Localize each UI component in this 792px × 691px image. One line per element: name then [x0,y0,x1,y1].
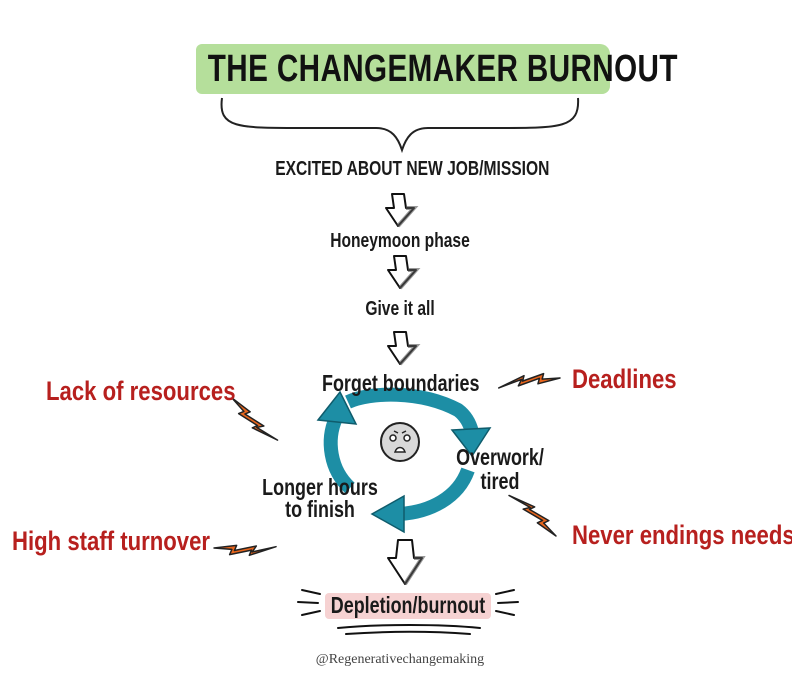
step-excited: EXCITED ABOUT NEW JOB/MISSION [275,158,550,180]
burnout-emphasis [297,589,519,635]
step-longer-hours: Longer hours [262,474,378,500]
lightning-bolt-icon [231,397,279,441]
step-to-finish: to finish [285,496,355,522]
factor-never-ending-needs: Never endings needs [572,520,792,550]
lightning-bolt-icon [508,494,557,537]
step-give-it-all: Give it all [365,298,435,320]
step-depletion: Depletion/burnout [330,592,486,618]
factor-deadlines: Deadlines [572,364,677,394]
title-highlight [196,44,610,94]
down-arrow-icon [387,255,421,290]
down-arrow-icon [387,331,421,366]
step-forget-boundaries: Forget boundaries [322,370,480,396]
burnout-highlight [325,593,491,619]
credit-handle: @Regenerativechangemaking [315,652,485,667]
factor-high-staff-turnover: High staff turnover [12,526,211,556]
factor-lack-of-resources: Lack of resources [46,376,236,406]
title-brace [220,97,580,154]
cycle-arrows-icon [316,387,492,534]
step-overwork: Overwork/ [456,444,544,470]
worried-face-icon [380,422,420,462]
step-tired: tired [480,468,520,494]
step-honeymoon: Honeymoon phase [330,230,470,252]
down-arrow-icon [385,193,419,228]
lightning-bolt-icon [498,372,561,389]
down-arrow-icon [387,539,426,586]
lightning-bolt-icon [213,544,277,557]
